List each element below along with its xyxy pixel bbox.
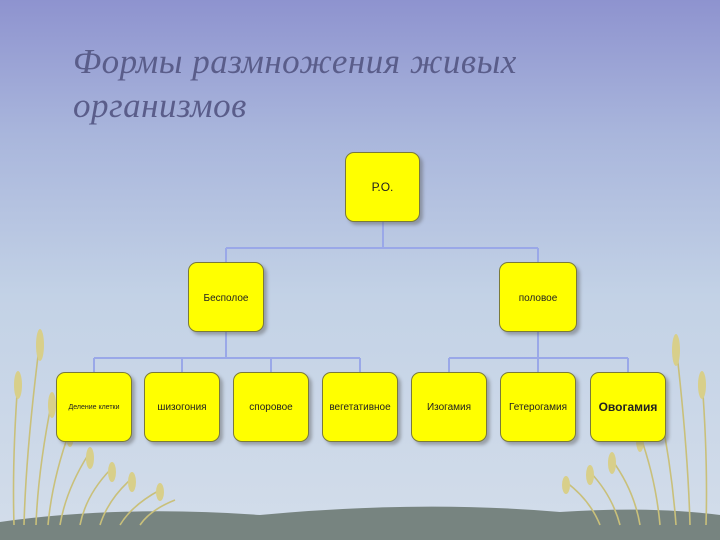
slide-title-line-2: организмов (73, 86, 247, 125)
node-oogamy: Овогамия (590, 372, 666, 442)
node-heterogamy: Гетерогамия (500, 372, 576, 442)
node-vegetative: вегетативное (322, 372, 398, 442)
node-asexual: Бесполое (188, 262, 264, 332)
node-schizogony: шизогония (144, 372, 220, 442)
slide-title: Формы размножения живых организмов (73, 40, 633, 128)
ground-shape (0, 506, 720, 540)
node-sexual: половое (499, 262, 577, 332)
node-isogamy: Изогамия (411, 372, 487, 442)
slide-title-line-1: Формы размножения живых (73, 42, 517, 81)
node-root: Р.О. (345, 152, 420, 222)
node-cell-division: Деление клетки (56, 372, 132, 442)
node-spore: споровое (233, 372, 309, 442)
